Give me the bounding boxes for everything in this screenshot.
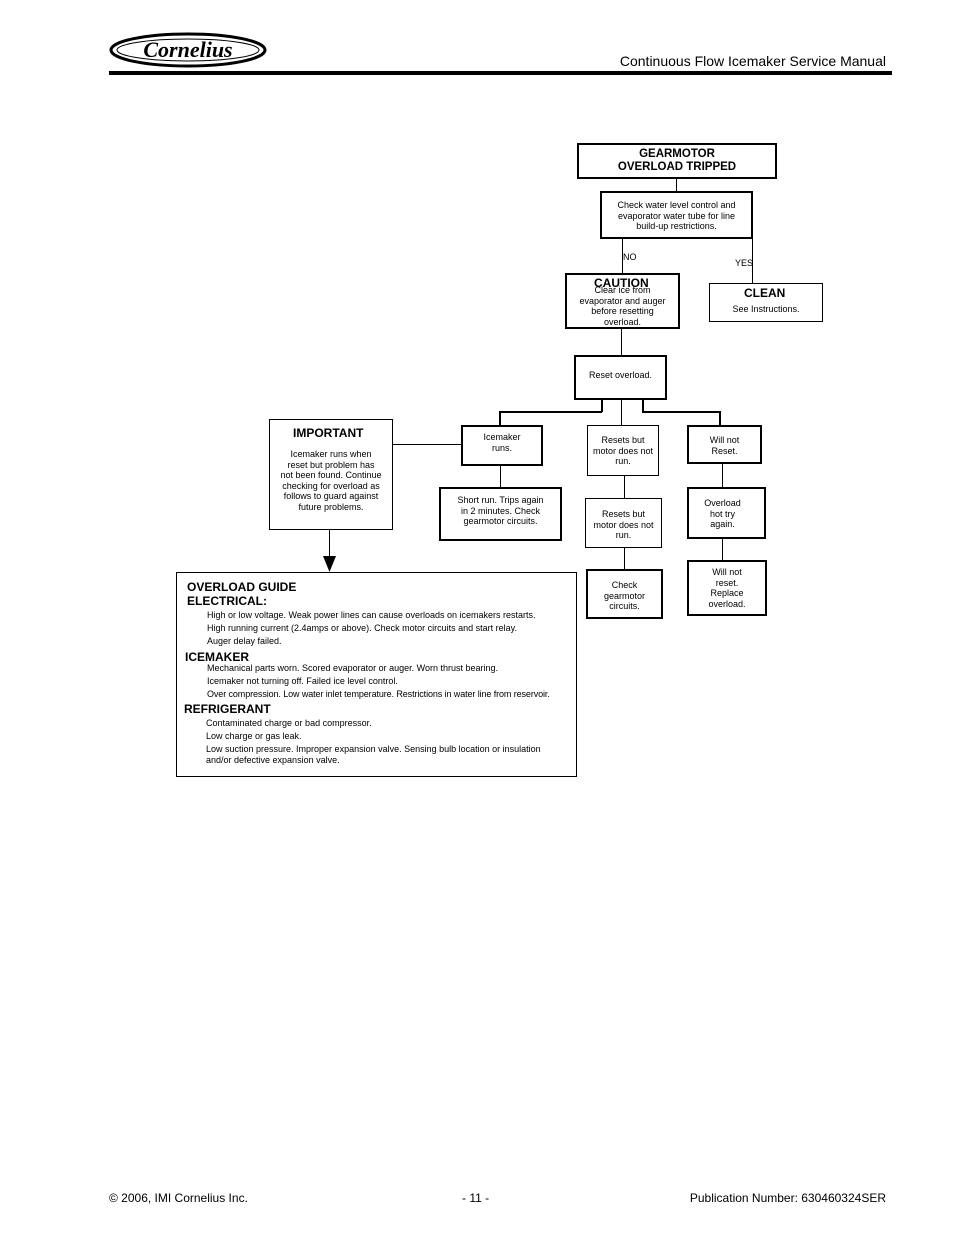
caution-box: CAUTION Clear ice from evaporator and au… [565,273,680,329]
resets-motor-text-2: Resets but motor does not run. [593,509,654,540]
check-water-text: Check water level control and evaporator… [617,200,736,231]
electrical-item: Auger delay failed. [207,636,282,646]
important-text: Icemaker runs when reset but problem has… [280,449,382,512]
no-label: NO [623,252,637,262]
page-title: Continuous Flow Icemaker Service Manual [619,53,886,69]
check-gearmotor-text: Check gearmotor circuits. [603,580,646,611]
arrow-down-icon [323,556,336,572]
important-box: IMPORTANT Icemaker runs when reset but p… [269,419,393,530]
publication-number: Publication Number: 630460324SER [689,1191,886,1205]
check-water-box: Check water level control and evaporator… [600,191,753,239]
replace-overload-box: Will not reset. Replace overload. [687,560,767,616]
caution-title: CAUTION [594,276,649,290]
icemaker-heading: ICEMAKER [185,650,250,664]
resets-motor-box-1: Resets but motor does not run. [587,425,659,476]
icemaker-item: Icemaker not turning off. Failed ice lev… [207,676,398,686]
important-title: IMPORTANT [293,426,364,440]
check-gearmotor-box: Check gearmotor circuits. [586,569,663,619]
cornelius-logo: Cornelius [109,32,267,68]
caution-text: Clear ice from evaporator and auger befo… [579,285,666,327]
yes-label: YES [735,258,754,268]
clean-box: CLEAN See Instructions. [709,283,823,322]
short-run-box: Short run. Trips again in 2 minutes. Che… [439,487,562,541]
header-rule [109,71,892,75]
clean-text: See Instructions. [732,304,800,314]
short-run-text: Short run. Trips again in 2 minutes. Che… [457,495,544,526]
start-line2: OVERLOAD TRIPPED [617,161,737,173]
electrical-heading: ELECTRICAL: [187,594,267,608]
page-number: - 11 - [462,1191,490,1205]
icemaker-runs-box: Icemaker runs. [461,425,543,466]
reset-overload-box: Reset overload. [574,355,667,400]
icemaker-runs-text: Icemaker runs. [483,432,521,453]
refrigerant-item: Contaminated charge or bad compressor. [206,718,372,728]
replace-overload-text: Will not reset. Replace overload. [708,567,746,609]
refrigerant-heading: REFRIGERANT [184,702,271,716]
logo-text: Cornelius [143,37,232,62]
start-box: GEARMOTOR OVERLOAD TRIPPED [577,143,777,179]
will-not-reset-text: Will not Reset. [709,435,740,456]
copyright: © 2006, IMI Cornelius Inc. [109,1191,248,1205]
overload-hot-text: Overload hot try again. [704,498,741,529]
electrical-item: High or low voltage. Weak power lines ca… [207,610,536,620]
guide-title: OVERLOAD GUIDE [187,580,297,594]
reset-overload-text: Reset overload. [588,370,653,380]
overload-guide-box: OVERLOAD GUIDE ELECTRICAL: High or low v… [176,572,577,777]
clean-title: CLEAN [744,286,786,300]
overload-hot-box: Overload hot try again. [687,487,766,539]
resets-motor-text-1: Resets but motor does not run. [592,435,654,466]
electrical-item: High running current (2.4amps or above).… [207,623,517,633]
will-not-reset-box: Will not Reset. [687,425,762,464]
icemaker-item: Over compression. Low water inlet temper… [207,689,550,699]
resets-motor-box-2: Resets but motor does not run. [585,498,662,548]
icemaker-item: Mechanical parts worn. Scored evaporator… [207,663,498,673]
start-line1: GEARMOTOR [639,148,715,160]
refrigerant-item: Low suction pressure. Improper expansion… [206,744,541,765]
refrigerant-item: Low charge or gas leak. [206,731,302,741]
